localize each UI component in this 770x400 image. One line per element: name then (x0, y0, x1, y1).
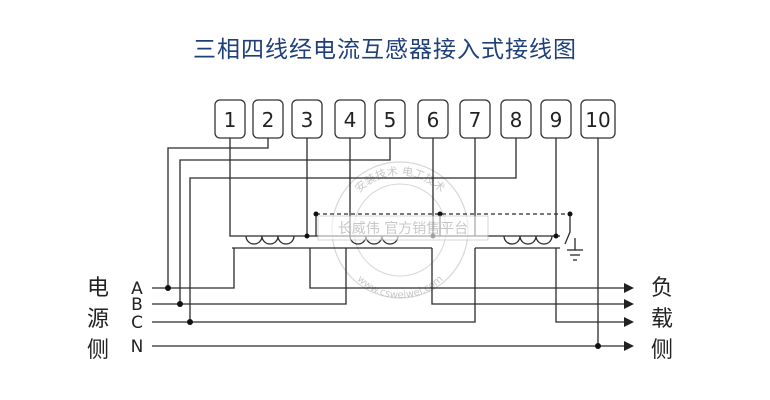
terminal-7-label: 7 (469, 108, 482, 132)
load-side-label: 负 载 侧 (651, 276, 673, 363)
phase-labels: A B C N (131, 279, 144, 357)
ct-a-coil (245, 235, 295, 245)
source-side-label: 电 源 侧 (87, 276, 109, 363)
terminal-3-label: 3 (301, 108, 314, 132)
terminal-8-label: 8 (510, 108, 523, 132)
source-side-char-1: 电 (87, 276, 109, 301)
load-side-char-1: 负 (651, 276, 673, 301)
diagram-title: 三相四线经电流互感器接入式接线图 (193, 37, 577, 63)
ct-b-coil (349, 235, 399, 245)
terminal-2-label: 2 (262, 108, 275, 132)
source-side-char-2: 源 (87, 307, 109, 332)
load-side-char-3: 侧 (651, 338, 673, 363)
terminal-9-label: 9 (550, 108, 563, 132)
terminal-10-label: 10 (585, 108, 610, 132)
ct-c-coil (503, 235, 553, 245)
terminal-6-label: 6 (427, 108, 440, 132)
terminal-5-label: 5 (384, 108, 397, 132)
phase-label-c: C (131, 313, 143, 333)
source-side-char-3: 侧 (87, 338, 109, 363)
watermark-band: 长威伟 官方销售平台 (317, 215, 489, 241)
terminal-4-label: 4 (344, 108, 357, 132)
terminal-block: 1 2 3 4 5 6 7 8 9 10 (214, 99, 616, 139)
phase-label-a: A (131, 279, 143, 299)
watermark-center-text: 长威伟 官方销售平台 (338, 221, 468, 237)
load-side-char-2: 载 (651, 307, 673, 332)
phase-label-b: B (131, 295, 143, 315)
wires (152, 138, 634, 351)
phase-label-n: N (131, 337, 144, 357)
terminal-1-label: 1 (224, 108, 237, 132)
